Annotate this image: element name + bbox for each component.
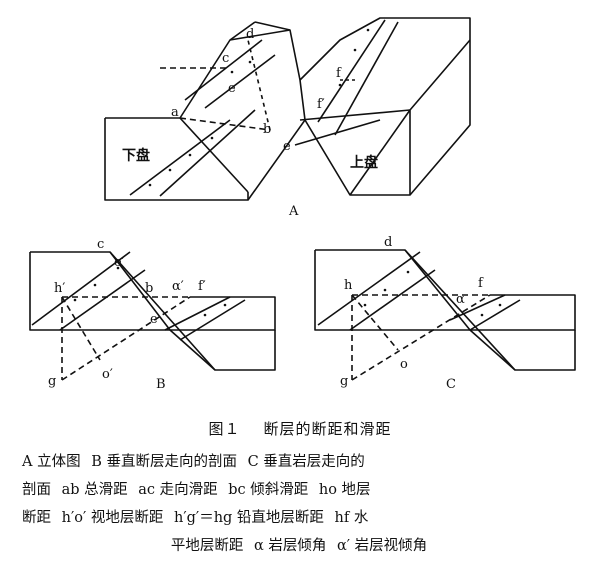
legend-item: C 垂直岩层走向的 bbox=[247, 454, 365, 470]
label-b-g: g bbox=[48, 374, 56, 389]
panel-label-a: A bbox=[288, 204, 299, 219]
panel-label-c: C bbox=[446, 377, 456, 392]
label-a-f: f bbox=[336, 66, 342, 81]
legend-line-4: 平地层断距 α 岩层倾角 α′ 岩层视倾角 bbox=[22, 532, 582, 560]
legend-item: ac 走向滑距 bbox=[138, 482, 218, 498]
label-c-f: f bbox=[478, 276, 484, 291]
section-b bbox=[29, 251, 276, 381]
label-a-e: e bbox=[228, 81, 236, 96]
legend-item: h′g′＝hg 铅直地层断距 bbox=[173, 510, 324, 526]
label-c-h: h bbox=[344, 278, 353, 293]
label-a-d: d bbox=[246, 27, 254, 42]
label-a-b: b bbox=[263, 122, 271, 137]
label-c-d: d bbox=[384, 235, 392, 250]
section-c bbox=[314, 249, 576, 381]
fault-diagram: d c e a b e f f′ 下盘 上盘 A c e′ h′ b α′ f′… bbox=[29, 17, 576, 392]
legend-item: hf 水 bbox=[334, 510, 369, 526]
label-b-c: c bbox=[97, 237, 104, 252]
figure-legend: A 立体图 B 垂直断层走向的剖面 C 垂直岩层走向的 剖面 ab 总滑距 ac… bbox=[22, 448, 582, 560]
label-a-e2: e bbox=[283, 139, 291, 154]
legend-line-2: 剖面 ab 总滑距 ac 走向滑距 bc 倾斜滑距 ho 地层 bbox=[22, 476, 582, 504]
label-c-o: o bbox=[400, 357, 408, 372]
label-hangingwall: 上盘 bbox=[350, 154, 378, 171]
label-b-b: b bbox=[145, 281, 153, 296]
label-footwall: 下盘 bbox=[122, 147, 150, 164]
label-b-e: e bbox=[150, 312, 158, 327]
legend-item: α 岩层倾角 bbox=[253, 538, 327, 554]
legend-item: α′ 岩层视倾角 bbox=[336, 538, 428, 554]
legend-item: bc 倾斜滑距 bbox=[228, 482, 309, 498]
label-c-alpha: α bbox=[456, 292, 465, 307]
legend-item: 断距 bbox=[22, 510, 51, 526]
legend-item: h′o′ 视地层断距 bbox=[61, 510, 164, 526]
label-b-e-prime: e′ bbox=[114, 255, 125, 270]
legend-item: ho 地层 bbox=[318, 482, 371, 498]
legend-item: A 立体图 bbox=[22, 454, 81, 470]
legend-line-3: 断距 h′o′ 视地层断距 h′g′＝hg 铅直地层断距 hf 水 bbox=[22, 504, 582, 532]
strata-dots bbox=[73, 28, 502, 317]
figure-caption: 图１ 断层的断距和滑距 bbox=[0, 418, 600, 439]
legend-item: 剖面 bbox=[22, 482, 51, 498]
label-c-g: g bbox=[340, 374, 348, 389]
label-a-f-prime: f′ bbox=[317, 97, 325, 112]
label-b-f-prime: f′ bbox=[198, 279, 206, 294]
label-b-o-prime: o′ bbox=[102, 367, 113, 382]
legend-item: B 垂直断层走向的剖面 bbox=[91, 454, 237, 470]
legend-item: ab 总滑距 bbox=[61, 482, 128, 498]
label-b-h-prime: h′ bbox=[54, 281, 65, 296]
label-a-a: a bbox=[171, 105, 179, 120]
caption-title: 断层的断距和滑距 bbox=[263, 420, 392, 438]
legend-item: 平地层断距 bbox=[170, 538, 244, 554]
block-diagram-a bbox=[104, 17, 471, 201]
legend-line-1: A 立体图 B 垂直断层走向的剖面 C 垂直岩层走向的 bbox=[22, 448, 582, 476]
label-b-alpha-prime: α′ bbox=[172, 279, 184, 294]
panel-label-b: B bbox=[156, 377, 166, 392]
caption-number: 图１ bbox=[208, 420, 241, 438]
label-a-c: c bbox=[222, 51, 229, 66]
